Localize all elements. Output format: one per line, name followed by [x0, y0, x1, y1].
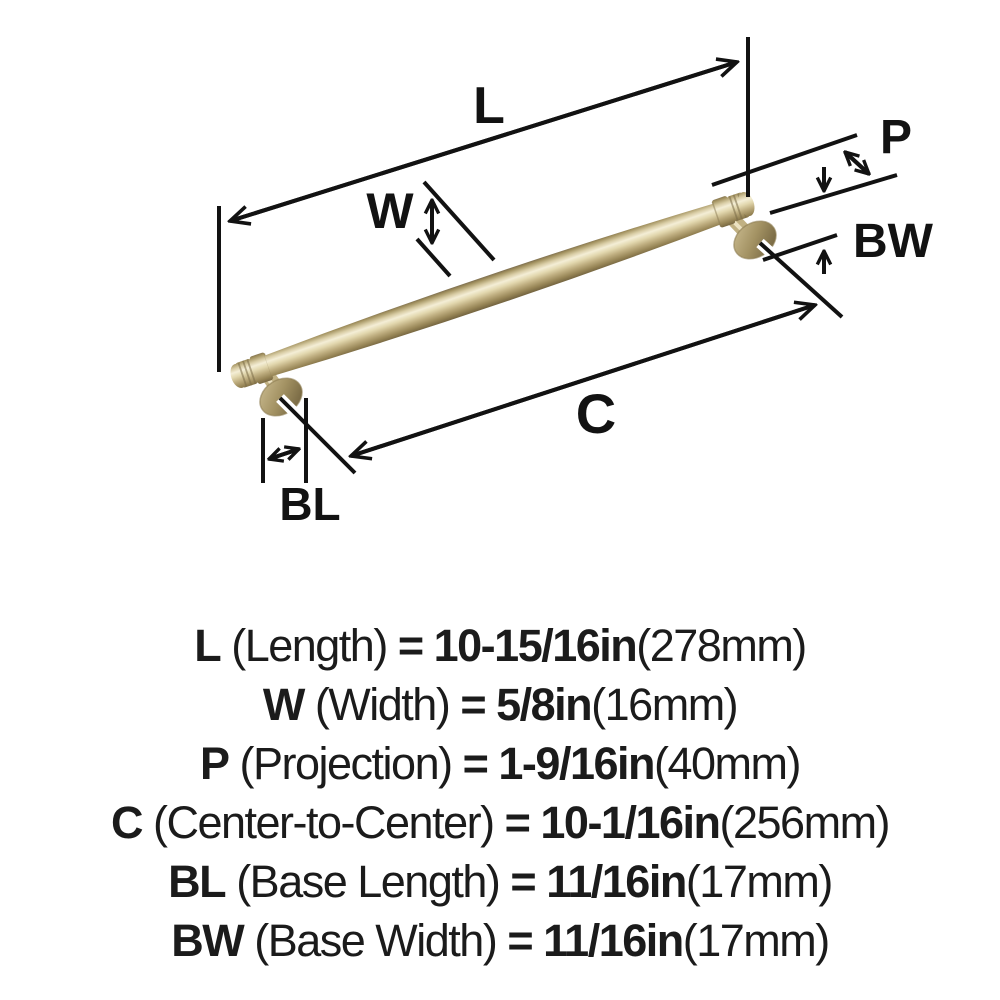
spec-line-p: P (Projection) = 1-9/16in(40mm) — [0, 734, 1000, 793]
spec-line-w: W (Width) = 5/8in(16mm) — [0, 675, 1000, 734]
spec-equals: = — [460, 679, 486, 730]
dim-label-bl: BL — [279, 478, 340, 530]
spec-equals: = — [397, 620, 424, 671]
spec-metric: (16mm) — [591, 679, 739, 730]
base-width-line — [762, 233, 838, 262]
handle-diagram: L W P BW C BL — [217, 37, 934, 530]
spec-line-bl: BL (Base Length) = 11/16in(17mm) — [0, 852, 1000, 911]
spec-name: (Length) — [231, 620, 388, 671]
spec-line-bw: BW (Base Width) = 11/16in(17mm) — [0, 911, 1000, 970]
extension-tick — [422, 180, 496, 262]
spec-value: 5/8in — [496, 679, 593, 730]
spec-line-c: C (Center-to-Center) = 10-1/16in(256mm) — [0, 793, 1000, 852]
dimension-w — [415, 180, 496, 278]
end-dome-right — [738, 192, 755, 217]
spec-abbr: BW — [171, 915, 244, 966]
spec-value: 10-1/16in — [540, 797, 721, 848]
spec-metric: (278mm) — [636, 620, 807, 671]
spec-abbr: BL — [168, 856, 227, 907]
spec-equals: = — [462, 738, 489, 789]
spec-metric: (17mm) — [685, 856, 834, 907]
spec-abbr: C — [110, 797, 144, 848]
spec-name: (Center-to-Center) — [152, 797, 495, 848]
extension-tick — [758, 241, 844, 319]
dim-label-w: W — [366, 183, 414, 239]
spec-name: (Base Length) — [236, 856, 501, 907]
dimension-bw — [762, 233, 838, 274]
spec-value: 1-9/16in — [498, 738, 655, 789]
spec-name: (Projection) — [239, 738, 454, 789]
bar-body — [264, 203, 721, 377]
projection-line-base — [769, 173, 898, 215]
spec-value: 10-15/16in — [433, 620, 638, 671]
spec-equals: = — [510, 856, 536, 907]
dimension-p — [711, 133, 898, 215]
spec-name: (Width) — [314, 679, 451, 730]
spec-abbr: L — [194, 620, 222, 671]
extension-tick — [278, 396, 357, 475]
dim-label-p: P — [880, 111, 912, 164]
spec-metric: (17mm) — [682, 915, 831, 966]
spec-equals: = — [504, 797, 531, 848]
spec-equals: = — [507, 915, 533, 966]
spec-list: L (Length) = 10-15/16in(278mm) W (Width)… — [0, 616, 1000, 970]
dimension-c — [278, 241, 844, 475]
extension-tick — [415, 237, 452, 278]
spec-metric: (40mm) — [654, 738, 802, 789]
spec-abbr: W — [262, 679, 305, 730]
dim-label-bw: BW — [853, 215, 934, 268]
dim-label-c: C — [576, 382, 616, 445]
handle-bar — [230, 192, 755, 389]
spec-value: 11/16in — [543, 915, 684, 966]
dimension-bl — [261, 398, 308, 483]
spec-line-l: L (Length) = 10-15/16in(278mm) — [0, 616, 1000, 675]
spec-abbr: P — [199, 738, 230, 789]
spec-metric: (256mm) — [719, 797, 891, 848]
dim-label-l: L — [473, 77, 505, 135]
spec-value: 11/16in — [546, 856, 687, 907]
projection-line-top — [711, 133, 858, 187]
spec-name: (Base Width) — [254, 915, 498, 966]
dimension-l — [217, 37, 750, 372]
